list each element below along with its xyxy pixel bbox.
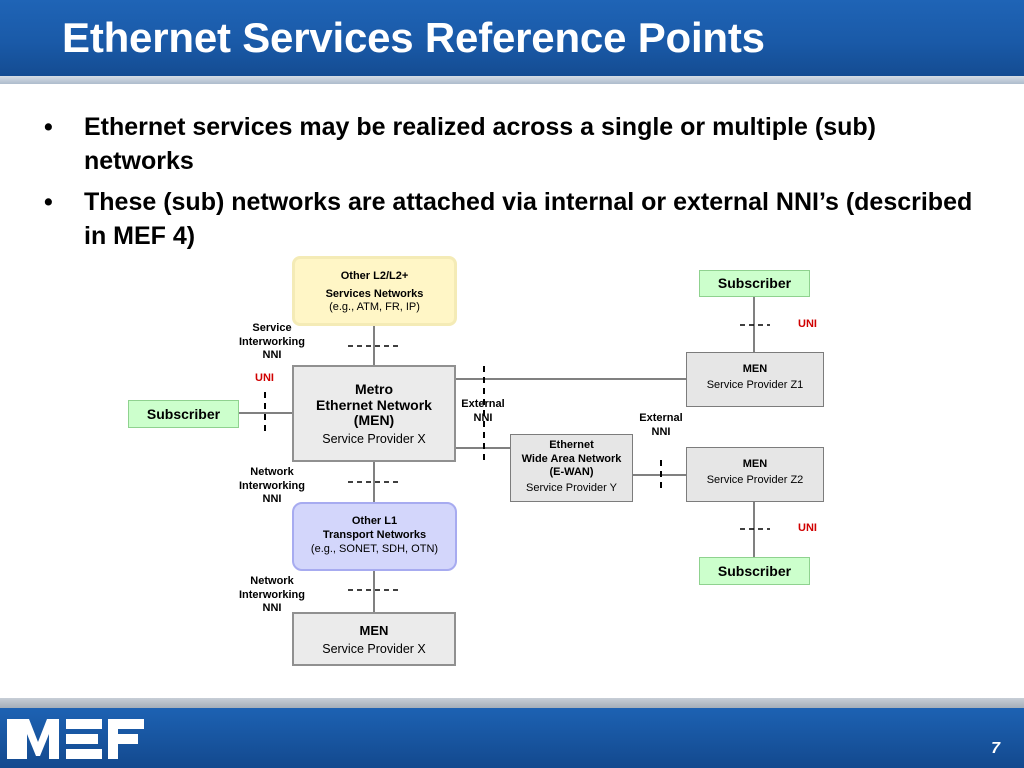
- other-l2-examples: (e.g., ATM, FR, IP): [329, 301, 420, 313]
- label-line: NNI: [473, 411, 493, 424]
- men-z2-title: MEN: [742, 458, 768, 470]
- label-line: Interworking: [238, 335, 305, 348]
- bullet-list: • Ethernet services may be realized acro…: [44, 110, 974, 260]
- label-line: External: [461, 398, 505, 410]
- label-line: NNI: [262, 493, 282, 505]
- men-z1-provider: Service Provider Z1: [706, 379, 804, 391]
- label-line: NNI: [262, 602, 282, 614]
- title-divider: [0, 76, 1024, 84]
- label-line: Interworking: [238, 479, 305, 492]
- bullet-item: • Ethernet services may be realized acro…: [44, 110, 974, 178]
- other-l1-transport-box: Other L1 Transport Networks (e.g., SONET…: [292, 502, 457, 571]
- men-x-provider: Service Provider X: [322, 642, 426, 656]
- external-nni-label: External NNI: [452, 398, 514, 425]
- other-l2-subtitle: Services Networks: [325, 288, 424, 300]
- network-interworking-nni-label: Network Interworking NNI: [226, 575, 318, 616]
- men-x-title: MEN: [359, 623, 389, 638]
- label-line: Network: [250, 575, 294, 587]
- metro-ethernet-network-box: Metro Ethernet Network (MEN) Service Pro…: [292, 365, 456, 462]
- label-line: NNI: [651, 425, 671, 438]
- subscriber-left: Subscriber: [128, 400, 239, 428]
- ewan-line2: Wide Area Network: [521, 452, 622, 465]
- ewan-line1: Ethernet: [549, 439, 594, 451]
- title-bar: Ethernet Services Reference Points: [0, 0, 1024, 76]
- bullet-text: Ethernet services may be realized across…: [84, 113, 876, 175]
- metro-line1: Metro: [354, 381, 394, 397]
- metro-line2: Ethernet Network: [316, 396, 432, 413]
- other-l1-examples: (e.g., SONET, SDH, OTN): [310, 543, 439, 555]
- subscriber-bottom-right: Subscriber: [699, 557, 810, 585]
- service-interworking-nni-label: Service Interworking NNI: [226, 322, 318, 363]
- men-z2-box: MEN Service Provider Z2: [686, 447, 824, 502]
- label-line: Interworking: [238, 588, 305, 601]
- bullet-item: • These (sub) networks are attached via …: [44, 185, 974, 253]
- metro-provider: Service Provider X: [322, 431, 426, 446]
- uni-label-left: UNI: [255, 372, 274, 384]
- ewan-provider: Service Provider Y: [526, 481, 617, 494]
- ewan-line3: (E-WAN): [549, 466, 594, 478]
- label-line: External: [639, 412, 683, 424]
- metro-line3: (MEN): [353, 412, 395, 428]
- uni-label-top-right: UNI: [798, 318, 817, 330]
- other-l1-subtitle: Transport Networks: [322, 529, 427, 541]
- bullet-marker: •: [44, 188, 53, 216]
- slide-title: Ethernet Services Reference Points: [62, 14, 765, 61]
- other-l2-services-box: Other L2/L2+ Services Networks (e.g., AT…: [292, 256, 457, 326]
- bullet-text: These (sub) networks are attached via in…: [84, 188, 973, 250]
- footer-divider: [0, 698, 1024, 708]
- ethernet-wan-box: Ethernet Wide Area Network (E-WAN) Servi…: [510, 434, 633, 502]
- other-l1-title: Other L1: [351, 515, 398, 527]
- subscriber-top-right: Subscriber: [699, 270, 810, 297]
- network-interworking-nni-label: Network Interworking NNI: [226, 466, 318, 507]
- external-nni-label: External NNI: [630, 412, 692, 439]
- label-line: NNI: [262, 349, 282, 361]
- men-z1-box: MEN Service Provider Z1: [686, 352, 824, 407]
- men-z2-provider: Service Provider Z2: [706, 474, 804, 486]
- other-l2-title: Other L2/L2+: [340, 270, 409, 282]
- men-x-bottom-box: MEN Service Provider X: [292, 612, 456, 666]
- page-number: 7: [991, 740, 1000, 757]
- bullet-marker: •: [44, 113, 53, 141]
- label-line: Network: [250, 466, 294, 478]
- uni-label-bottom-right: UNI: [798, 522, 817, 534]
- mef-logo: [7, 719, 144, 759]
- label-line: Service: [252, 322, 292, 334]
- men-z1-title: MEN: [742, 363, 768, 375]
- footer-bar: 7: [0, 708, 1024, 768]
